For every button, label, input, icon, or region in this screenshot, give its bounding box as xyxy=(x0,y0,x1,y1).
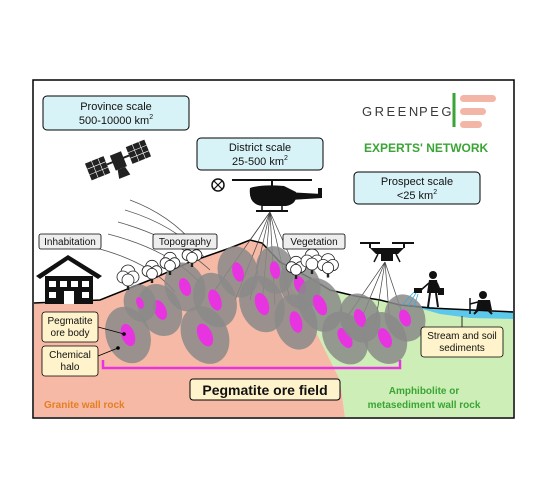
pegmatite-ore-body xyxy=(136,297,144,309)
helicopter-icon xyxy=(211,178,322,212)
svg-text:Inhabitation: Inhabitation xyxy=(44,237,96,248)
tree-icon xyxy=(159,251,181,275)
prospect-scale-unit-sup: 2 xyxy=(433,189,437,196)
svg-text:Pegmatite: Pegmatite xyxy=(47,316,92,327)
crouching-person-icon xyxy=(469,291,493,315)
pegmatite-ore-body xyxy=(269,261,281,279)
logo-salmon-bar-top xyxy=(460,95,496,102)
tree-icon xyxy=(141,259,163,283)
svg-text:Stream and soil: Stream and soil xyxy=(427,331,496,342)
province-scale-box: Province scale 500-10000 km2 xyxy=(42,95,190,131)
district-scale-unit-sup: 2 xyxy=(284,155,288,162)
pegmatite-ore-body xyxy=(208,289,222,311)
amphibolite-label-line1: Amphibolite or xyxy=(389,386,460,397)
tree-icon xyxy=(317,253,339,278)
inhabitation-label: Inhabitation xyxy=(38,233,102,250)
topography-label: Topography xyxy=(152,233,218,250)
logo-salmon-bar-mid xyxy=(460,108,486,115)
province-scale-range: 500-10000 km xyxy=(79,115,149,127)
svg-text:Chemical: Chemical xyxy=(49,350,91,361)
house-icon xyxy=(36,255,102,304)
pegmatite-ore-body xyxy=(152,300,168,320)
prospect-scale-box: Prospect scale <25 km2 xyxy=(353,171,481,205)
trees xyxy=(116,243,339,290)
pegmatite-ore-body xyxy=(232,262,244,282)
prospect-scale-title: Prospect scale xyxy=(381,176,453,188)
svg-text:Vegetation: Vegetation xyxy=(290,237,337,248)
ore-body-legend: Pegmatite ore body xyxy=(41,311,126,343)
logo-name-right: PEG xyxy=(419,104,454,119)
vegetation-label: Vegetation xyxy=(282,233,346,250)
svg-text:sediments: sediments xyxy=(439,343,485,354)
pegmatite-ore-body xyxy=(399,309,411,327)
svg-text:500-10000 km2: 500-10000 km2 xyxy=(79,114,153,127)
person-icon xyxy=(414,271,444,308)
pegmatite-ore-body xyxy=(312,294,328,316)
pegmatite-ore-body xyxy=(120,323,136,347)
svg-text:<25 km2: <25 km2 xyxy=(397,189,437,202)
district-scale-box: District scale 25-500 km2 xyxy=(196,137,324,171)
satellite-icon xyxy=(84,139,152,181)
greenpeg-logo: GREEN PEG EXPERTS' NETWORK xyxy=(362,93,496,155)
pegmatite-ore-body xyxy=(353,309,367,327)
stream-sediments-label: Stream and soil sediments xyxy=(420,316,504,358)
drone-icon xyxy=(360,242,414,263)
svg-text:halo: halo xyxy=(61,362,80,373)
prospect-scale-range: <25 km xyxy=(397,190,433,202)
svg-text:Pegmatite ore field: Pegmatite ore field xyxy=(202,382,327,398)
pegmatite-ore-body xyxy=(254,292,270,316)
pegmatite-bodies xyxy=(105,246,426,365)
logo-subtitle: EXPERTS' NETWORK xyxy=(364,141,489,155)
district-scale-range: 25-500 km xyxy=(232,156,284,168)
district-scale-title: District scale xyxy=(229,142,291,154)
chemical-halo-legend: Chemical halo xyxy=(41,345,120,377)
tree-icon xyxy=(116,264,140,290)
ore-field-bracket xyxy=(101,360,402,370)
granite-label: Granite wall rock xyxy=(44,400,125,411)
logo-name-left: GREEN xyxy=(362,104,421,119)
pegmatite-ore-body xyxy=(196,323,214,347)
amphibolite-label-line2: metasediment wall rock xyxy=(368,400,481,411)
pegmatite-ore-body xyxy=(377,328,393,348)
svg-text:Topography: Topography xyxy=(159,237,211,248)
province-scale-title: Province scale xyxy=(80,101,152,113)
water-spray-icon xyxy=(401,291,419,308)
pegmatite-ore-body xyxy=(178,278,192,296)
pegmatite-ore-body xyxy=(289,311,303,333)
province-scale-unit-sup: 2 xyxy=(149,114,153,121)
logo-salmon-bar-bottom xyxy=(460,121,482,128)
ore-field-label: Pegmatite ore field xyxy=(189,378,341,401)
svg-text:25-500 km2: 25-500 km2 xyxy=(232,155,288,168)
svg-text:ore body: ore body xyxy=(51,328,90,339)
